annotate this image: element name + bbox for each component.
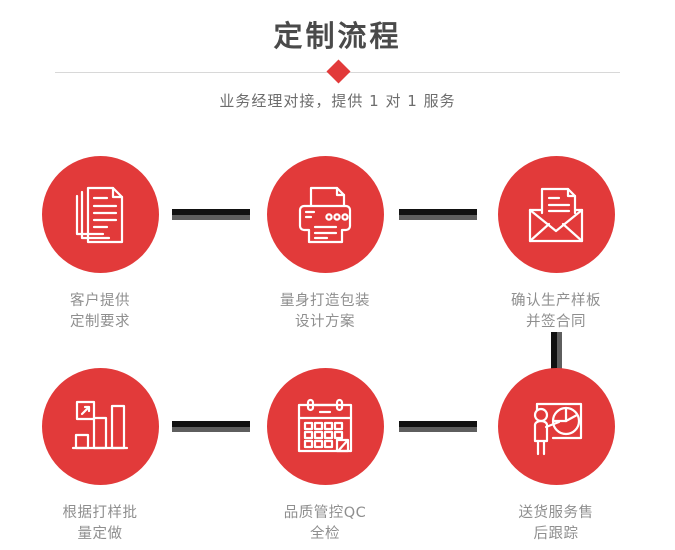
step-5-label-line2: 全检 xyxy=(310,526,340,542)
step-4-label-line1: 根据打样批 xyxy=(62,505,138,521)
step-6-icon-circle xyxy=(497,368,615,485)
printer-icon xyxy=(294,184,356,246)
step-6-label-line1: 送货服务售 xyxy=(518,505,594,521)
page-title: 定制流程 xyxy=(273,19,402,53)
step-2-icon-circle xyxy=(266,156,384,273)
connector-step4-step5 xyxy=(172,421,250,432)
connector-step3-step6-vertical xyxy=(551,332,562,374)
step-6-label-line2: 后跟踪 xyxy=(533,526,579,542)
connector-bar-shadow xyxy=(399,215,477,220)
step-5-label: 品质管控QC 全检 xyxy=(235,503,415,545)
connector-bar xyxy=(172,421,250,427)
step-2-label-line1: 量身打造包装 xyxy=(280,293,370,309)
connector-step2-step3 xyxy=(399,209,477,220)
step-5-icon-circle xyxy=(266,368,384,485)
diamond-accent-icon xyxy=(326,59,351,84)
connector-bar-shadow xyxy=(172,427,250,432)
process-step-6[interactable]: 送货服务售 后跟踪 xyxy=(466,368,646,545)
connector-bar-shadow xyxy=(172,215,250,220)
step-3-icon-circle xyxy=(497,156,615,273)
step-4-label: 根据打样批 量定做 xyxy=(10,503,190,545)
step-5-label-line1: 品质管控QC xyxy=(283,505,367,521)
process-step-2[interactable]: 量身打造包装 设计方案 xyxy=(235,156,415,333)
step-3-label: 确认生产样板 并签合同 xyxy=(466,291,646,333)
documents-stack-icon xyxy=(69,184,131,246)
connector-bar-shadow xyxy=(557,332,562,374)
step-1-label: 客户提供 定制要求 xyxy=(10,291,190,333)
connector-bar xyxy=(399,209,477,215)
connector-bar-shadow xyxy=(399,427,477,432)
header: 定制流程 业务经理对接，提供 1 对 1 服务 xyxy=(0,0,675,130)
step-3-label-line2: 并签合同 xyxy=(526,314,586,330)
bar-chart-growth-icon xyxy=(69,396,131,458)
process-step-1[interactable]: 客户提供 定制要求 xyxy=(10,156,190,333)
step-4-label-line2: 量定做 xyxy=(77,526,123,542)
step-1-label-line2: 定制要求 xyxy=(70,314,130,330)
process-flow: 客户提供 定制要求 xyxy=(0,140,675,550)
process-step-3[interactable]: 确认生产样板 并签合同 xyxy=(466,156,646,333)
page-subtitle: 业务经理对接，提供 1 对 1 服务 xyxy=(219,92,456,110)
step-1-label-line1: 客户提供 xyxy=(70,293,130,309)
connector-bar xyxy=(172,209,250,215)
process-step-4[interactable]: 根据打样批 量定做 xyxy=(10,368,190,545)
process-step-5[interactable]: 品质管控QC 全检 xyxy=(235,368,415,545)
connector-bar xyxy=(551,332,557,374)
calendar-icon xyxy=(294,396,356,458)
presenter-piechart-icon xyxy=(525,396,587,458)
step-4-icon-circle xyxy=(41,368,159,485)
step-1-icon-circle xyxy=(41,156,159,273)
step-2-label: 量身打造包装 设计方案 xyxy=(235,291,415,333)
step-6-label: 送货服务售 后跟踪 xyxy=(466,503,646,545)
step-3-label-line1: 确认生产样板 xyxy=(511,293,601,309)
step-2-label-line2: 设计方案 xyxy=(295,314,355,330)
envelope-letter-icon xyxy=(525,184,587,246)
connector-step5-step6 xyxy=(399,421,477,432)
connector-step1-step2 xyxy=(172,209,250,220)
connector-bar xyxy=(399,421,477,427)
